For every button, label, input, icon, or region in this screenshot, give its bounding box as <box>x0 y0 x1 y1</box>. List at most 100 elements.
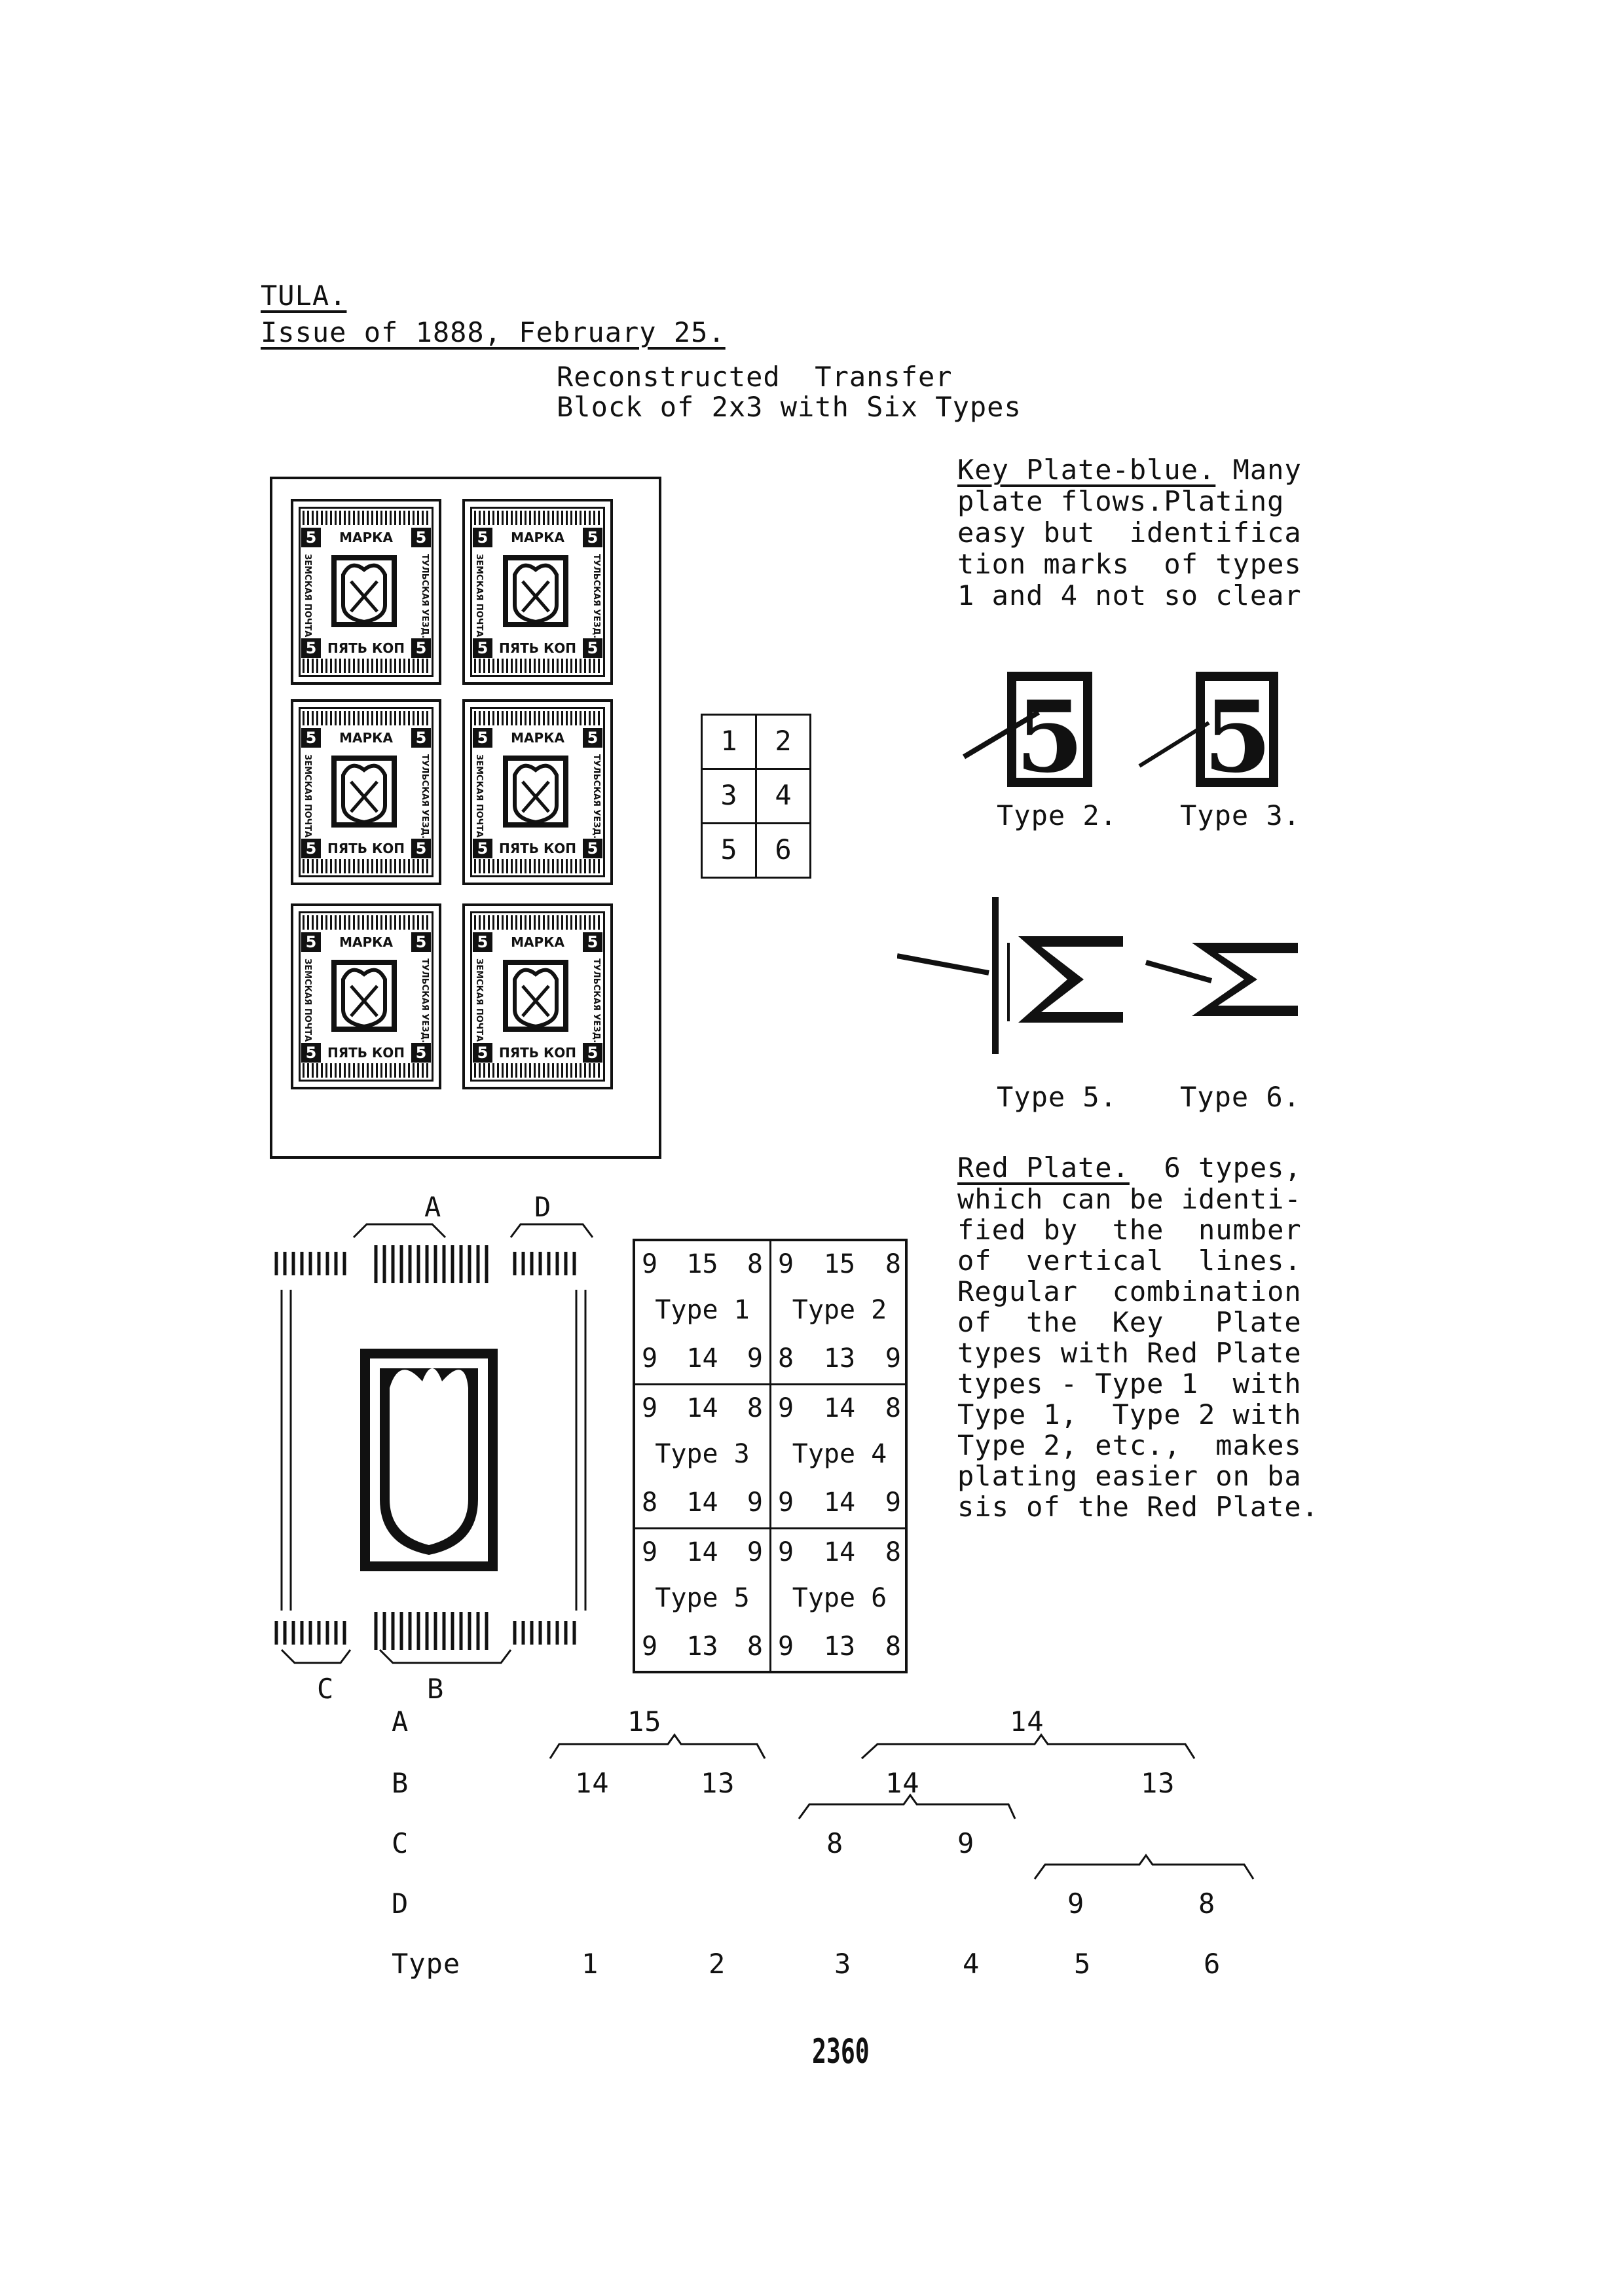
type-name: Type 1 <box>635 1295 769 1325</box>
line-count: 9 <box>642 1393 657 1423</box>
tree-type-number: 3 <box>834 1948 851 1980</box>
stamp-top-label: МАРКА <box>339 934 393 950</box>
value-numeral: 5 <box>411 728 431 748</box>
stamp-side-left: ЗЕМСКАЯ ПОЧТА <box>303 554 312 637</box>
key-plate-line-1: Key Plate-blue. Many <box>957 454 1302 486</box>
type-name: Type 5 <box>635 1583 769 1613</box>
position-cell: 6 <box>755 822 811 879</box>
tree-row-label: Type <box>392 1948 460 1980</box>
value-numeral: 5 <box>473 1043 492 1063</box>
position-cell: 3 <box>701 768 757 824</box>
vertical-lines-diagram <box>268 1192 609 1702</box>
value-numeral: 5 <box>473 528 492 547</box>
stamp-side-right: ТУЛЬСКАЯ УЕЗД. <box>591 754 601 839</box>
stamp-side-right: ТУЛЬСКАЯ УЕЗД. <box>591 554 601 638</box>
svg-text:5: 5 <box>1204 680 1272 795</box>
coat-of-arms-icon <box>331 555 397 627</box>
line-count: 8 <box>642 1487 657 1518</box>
type-3-label: Type 3. <box>1180 800 1301 831</box>
red-plate-heading: Red Plate. <box>957 1152 1130 1184</box>
tree-type-number: 5 <box>1074 1948 1091 1980</box>
svg-text:5: 5 <box>1016 680 1084 795</box>
position-cell: 4 <box>755 768 811 824</box>
line-count: 14 <box>824 1393 855 1423</box>
tree-row-label: B <box>392 1768 409 1799</box>
tree-type-number: 1 <box>581 1948 599 1980</box>
coat-of-arms-icon <box>503 960 568 1032</box>
red-plate-line: of the Key Plate <box>957 1307 1302 1338</box>
type-table-cell: 9158Type 28139 <box>771 1241 908 1385</box>
value-numeral: 5 <box>583 932 602 952</box>
line-count: 8 <box>885 1537 901 1567</box>
stamp-top-label: МАРКА <box>339 730 393 746</box>
page-number: 2360 <box>812 2032 870 2071</box>
red-plate-line: fied by the number <box>957 1214 1302 1246</box>
stamp-side-left: ЗЕМСКАЯ ПОЧТА <box>303 958 312 1042</box>
red-plate-line: types - Type 1 with <box>957 1368 1302 1400</box>
type-table-cell: 9148Type 49149 <box>771 1385 908 1529</box>
value-numeral: 5 <box>583 1043 602 1063</box>
diagram-label-b: B <box>427 1673 444 1705</box>
line-count: 14 <box>686 1343 718 1374</box>
stamp-side-left: ЗЕМСКАЯ ПОЧТА <box>474 754 484 837</box>
line-count: 8 <box>747 1631 763 1662</box>
key-plate-line-1-rest: Many <box>1215 454 1301 486</box>
stamp-side-right: ТУЛЬСКАЯ УЕЗД. <box>420 754 430 839</box>
value-numeral: 5 <box>583 839 602 858</box>
line-count: 8 <box>885 1393 901 1423</box>
coat-of-arms-icon <box>331 756 397 828</box>
value-numeral: 5 <box>301 1043 321 1063</box>
red-plate-line: Regular combination <box>957 1276 1302 1307</box>
stamp-bottom-label: ПЯТЬ КОП <box>499 640 576 656</box>
stamp-bottom-label: ПЯТЬ КОП <box>499 841 576 856</box>
line-count: 14 <box>686 1537 718 1567</box>
caption-line-2: Block of 2x3 with Six Types <box>557 392 1022 423</box>
line-count: 14 <box>686 1487 718 1518</box>
stamp-side-right: ТУЛЬСКАЯ УЕЗД. <box>420 554 430 638</box>
value-numeral: 5 <box>473 932 492 952</box>
type-name: Type 3 <box>635 1439 769 1469</box>
line-count: 9 <box>778 1487 794 1518</box>
diagram-label-d: D <box>534 1192 551 1223</box>
stamp-side-right: ТУЛЬСКАЯ УЕЗД. <box>420 958 430 1043</box>
value-numeral: 5 <box>301 638 321 658</box>
value-numeral: 5 <box>473 728 492 748</box>
position-cell: 2 <box>755 714 811 770</box>
type-2-numeral-icon: 5 <box>964 672 1092 795</box>
line-count: 9 <box>642 1343 657 1374</box>
line-count: 13 <box>824 1343 855 1374</box>
key-plate-line: plate flows.Plating <box>957 486 1284 517</box>
value-numeral: 5 <box>301 932 321 952</box>
line-count: 9 <box>885 1343 901 1374</box>
red-plate-line: Type 1, Type 2 with <box>957 1399 1302 1430</box>
tree-type-number: 4 <box>963 1948 980 1980</box>
line-count: 13 <box>824 1631 855 1662</box>
line-count: 13 <box>686 1631 718 1662</box>
diagram-label-a: A <box>424 1192 441 1223</box>
stamp-top-label: МАРКА <box>511 934 564 950</box>
type-5-6-illustration <box>897 890 1316 1074</box>
stamp-bottom-label: ПЯТЬ КОП <box>327 640 405 656</box>
value-numeral: 5 <box>583 728 602 748</box>
red-plate-line: of vertical lines. <box>957 1245 1302 1277</box>
line-count: 14 <box>824 1487 855 1518</box>
line-count: 9 <box>642 1631 657 1662</box>
line-count: 9 <box>885 1487 901 1518</box>
line-count: 9 <box>642 1537 657 1567</box>
line-count: 8 <box>747 1393 763 1423</box>
stamp-top-label: МАРКА <box>511 530 564 545</box>
key-plate-line: tion marks of types <box>957 549 1302 580</box>
value-numeral: 5 <box>411 1043 431 1063</box>
type-table-cell: 9158Type 19149 <box>635 1241 771 1385</box>
stamp-side-left: ЗЕМСКАЯ ПОЧТА <box>474 958 484 1042</box>
line-count: 15 <box>824 1249 855 1279</box>
line-count: 9 <box>642 1249 657 1279</box>
position-cell: 1 <box>701 714 757 770</box>
value-numeral: 5 <box>583 528 602 547</box>
position-cell: 5 <box>701 822 757 879</box>
line-count: 9 <box>747 1343 763 1374</box>
